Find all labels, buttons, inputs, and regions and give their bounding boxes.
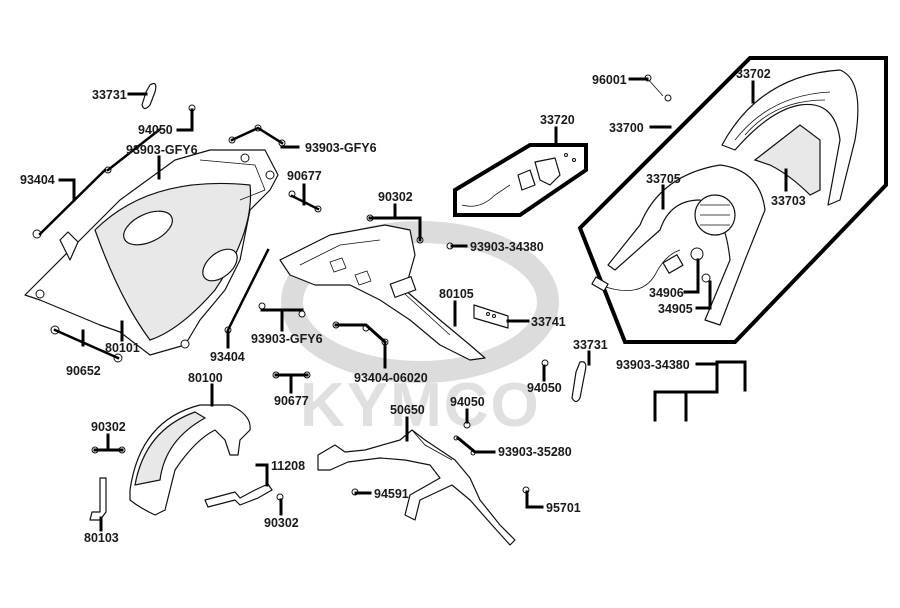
stay-drawing bbox=[204, 483, 273, 508]
part-labels: 33731 94050 93903-GFY6 93404 93903-GFY6 … bbox=[20, 67, 806, 545]
part-label-33702[interactable]: 33702 bbox=[736, 67, 771, 81]
part-label-33731-upper[interactable]: 33731 bbox=[92, 88, 127, 102]
part-label-93404-center[interactable]: 93404 bbox=[210, 350, 245, 364]
part-label-94050-right[interactable]: 94050 bbox=[527, 381, 562, 395]
part-label-34905[interactable]: 34905 bbox=[658, 302, 693, 316]
reflector-right-drawing bbox=[571, 361, 587, 403]
part-label-94050-upper[interactable]: 94050 bbox=[138, 123, 173, 137]
reflector-upper-drawing bbox=[141, 82, 157, 110]
part-label-94591[interactable]: 94591 bbox=[374, 487, 409, 501]
part-label-90652[interactable]: 90652 bbox=[66, 364, 101, 378]
part-label-93903-34380-center[interactable]: 93903-34380 bbox=[470, 240, 544, 254]
part-label-96001[interactable]: 96001 bbox=[592, 73, 627, 87]
part-label-90677-upper[interactable]: 90677 bbox=[287, 169, 322, 183]
part-label-33731-right[interactable]: 33731 bbox=[573, 338, 608, 352]
part-label-33705[interactable]: 33705 bbox=[646, 172, 681, 186]
part-label-80105[interactable]: 80105 bbox=[439, 287, 474, 301]
rear-mud-flap-drawing bbox=[279, 224, 486, 361]
part-label-90677-lower[interactable]: 90677 bbox=[274, 394, 309, 408]
rear-fender-drawing bbox=[129, 404, 251, 516]
part-label-94050-lower[interactable]: 94050 bbox=[450, 395, 485, 409]
part-label-90302-lower-center[interactable]: 90302 bbox=[264, 516, 299, 530]
leader-lines bbox=[38, 77, 788, 532]
part-label-93404-06020[interactable]: 93404-06020 bbox=[354, 371, 428, 385]
part-label-33703[interactable]: 33703 bbox=[771, 194, 806, 208]
part-label-11208[interactable]: 11208 bbox=[271, 459, 305, 473]
fender-bracket-drawing bbox=[89, 477, 107, 521]
inner-rear-fender-drawing bbox=[24, 149, 279, 356]
part-label-34906[interactable]: 34906 bbox=[649, 286, 684, 300]
part-label-90302-lower-left[interactable]: 90302 bbox=[91, 420, 126, 434]
part-label-80101[interactable]: 80101 bbox=[105, 341, 140, 355]
part-label-93404-left[interactable]: 93404 bbox=[20, 173, 55, 187]
part-label-90302-center[interactable]: 90302 bbox=[378, 190, 413, 204]
part-label-95701[interactable]: 95701 bbox=[546, 501, 581, 515]
part-label-93903-34380-right[interactable]: 93903-34380 bbox=[616, 358, 690, 372]
tail-light-kit-frame bbox=[577, 56, 888, 344]
watermark-text: KYMCO bbox=[300, 371, 541, 440]
part-label-93903-gfy6-top[interactable]: 93903-GFY6 bbox=[305, 141, 377, 155]
part-label-33700[interactable]: 33700 bbox=[609, 121, 644, 135]
rear-carrier-drawing bbox=[317, 429, 516, 546]
part-label-33720[interactable]: 33720 bbox=[540, 113, 575, 127]
part-label-93903-gfy6-center[interactable]: 93903-GFY6 bbox=[251, 332, 323, 346]
license-light-kit-frame bbox=[453, 143, 588, 217]
part-label-80100[interactable]: 80100 bbox=[188, 371, 223, 385]
part-label-80103[interactable]: 80103 bbox=[84, 531, 119, 545]
part-label-93903-gfy6-left[interactable]: 93903-GFY6 bbox=[126, 143, 198, 157]
license-light-kit bbox=[453, 143, 588, 217]
part-label-50650[interactable]: 50650 bbox=[390, 403, 425, 417]
tail-light-kit bbox=[577, 56, 888, 344]
license-bracket-drawing bbox=[473, 304, 509, 329]
part-label-93903-35280[interactable]: 93903-35280 bbox=[498, 445, 572, 459]
part-label-33741[interactable]: 33741 bbox=[531, 315, 566, 329]
